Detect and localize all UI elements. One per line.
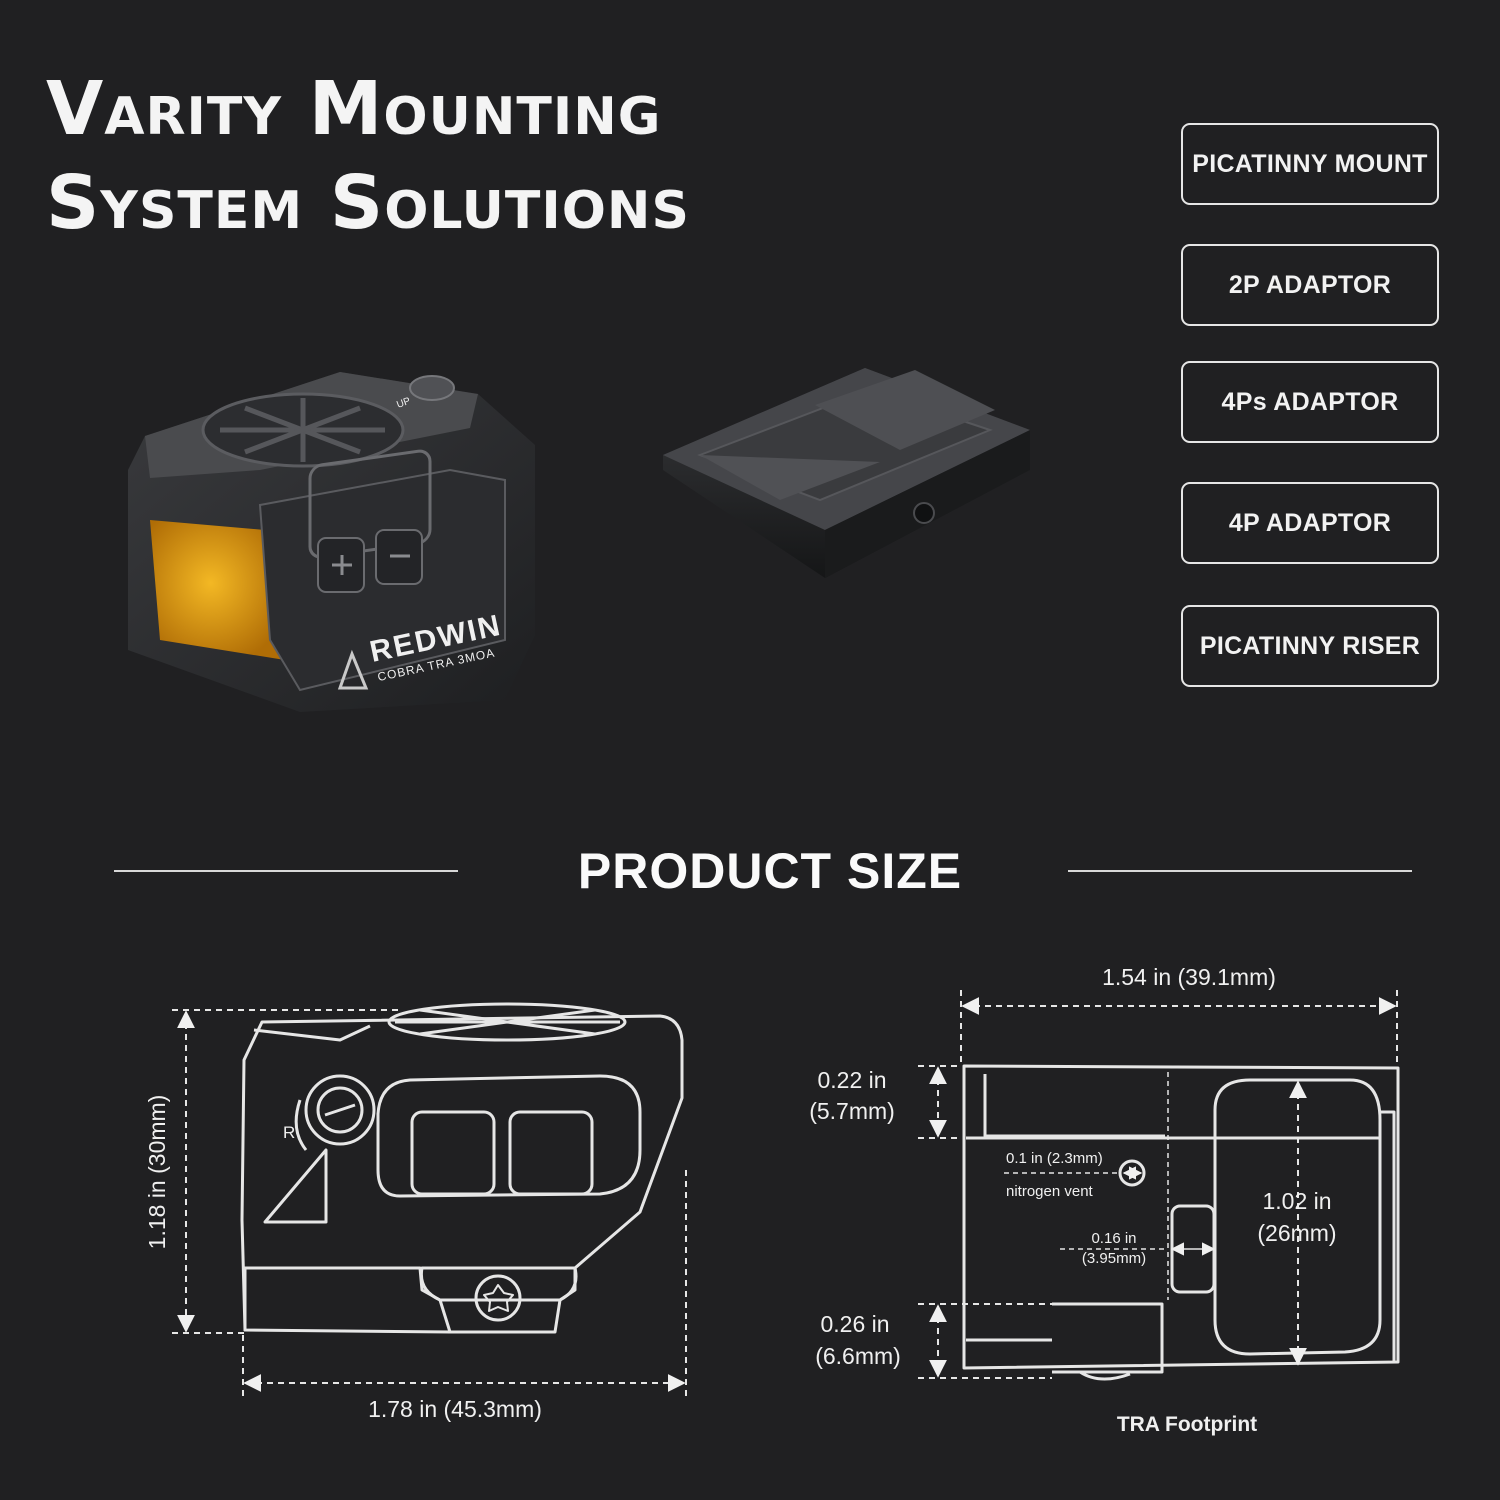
side-length-label: 1.78 in (45.3mm)	[368, 1396, 542, 1422]
footprint-drawing	[962, 1064, 1400, 1381]
top-depth-mm: (5.7mm)	[809, 1098, 895, 1124]
inner-in-label: 1.02 in	[1262, 1188, 1331, 1214]
option-picatinny-mount[interactable]: PICATINNY MOUNT	[1181, 123, 1439, 205]
side-height-label: 1.18 in (30mm)	[144, 1095, 170, 1250]
option-2p-adaptor[interactable]: 2P ADAPTOR	[1181, 244, 1439, 326]
vent-size-label: 0.1 in (2.3mm)	[1006, 1150, 1103, 1167]
turret-label: UP	[395, 396, 412, 411]
inner-mm-label: (26mm)	[1257, 1220, 1336, 1246]
bottom-depth-in: 0.26 in	[820, 1311, 889, 1337]
option-4ps-adaptor[interactable]: 4Ps ADAPTOR	[1181, 361, 1439, 443]
headline: Varity Mounting System Solutions	[46, 62, 690, 250]
side-view-dimensions	[172, 1009, 687, 1398]
top-depth-in: 0.22 in	[817, 1067, 886, 1093]
turret-mark: R	[283, 1123, 295, 1142]
divider-right	[1068, 870, 1412, 872]
lens-window	[150, 520, 285, 660]
bottom-depth-mm: (6.6mm)	[815, 1343, 901, 1369]
footprint-caption: TRA Footprint	[1117, 1413, 1257, 1436]
side-view-drawing	[240, 1002, 684, 1334]
slot-in-label: 0.16 in	[1091, 1230, 1136, 1247]
vent-label: nitrogen vent	[1006, 1183, 1094, 1200]
footprint-width-label: 1.54 in (39.1mm)	[1102, 964, 1276, 990]
headline-line-1: Varity Mounting	[46, 66, 662, 152]
divider-left	[114, 870, 458, 872]
headline-line-2: System Solutions	[46, 160, 690, 246]
section-title: PRODUCT SIZE	[577, 843, 963, 899]
brand-logo-icon	[337, 649, 369, 690]
footprint-dimensions	[918, 990, 1398, 1379]
slot-mm-label: (3.95mm)	[1082, 1250, 1146, 1267]
option-4p-adaptor[interactable]: 4P ADAPTOR	[1181, 482, 1439, 564]
option-picatinny-riser[interactable]: PICATINNY RISER	[1181, 605, 1439, 687]
picatinny-mount	[663, 368, 1030, 578]
red-dot-sight: UP REDWIN COBRA TRA 3MOA	[128, 372, 535, 712]
